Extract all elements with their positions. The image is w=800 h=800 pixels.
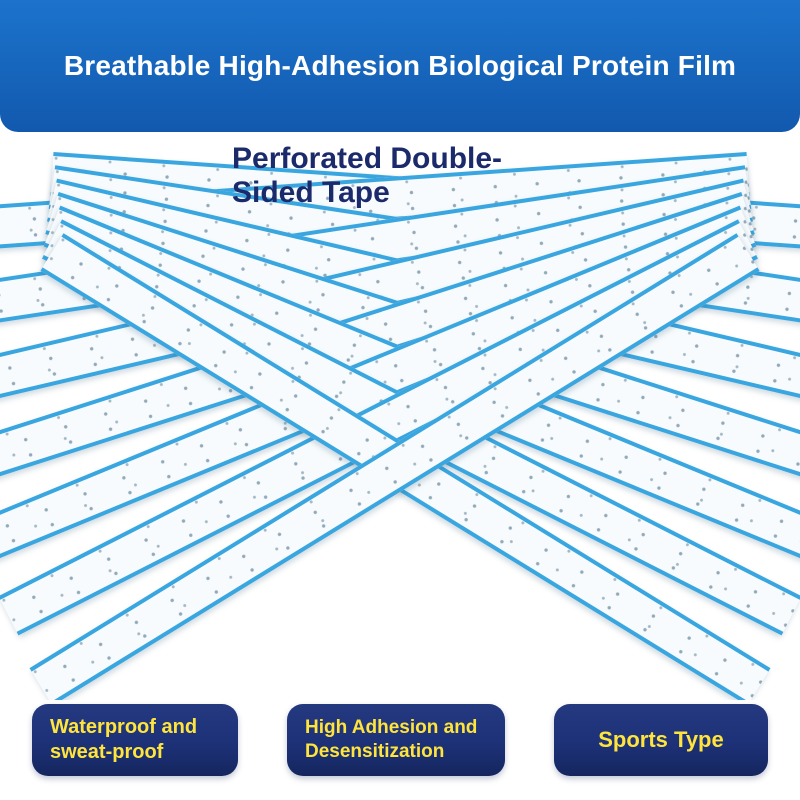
tape-label-line1: Perforated Double- — [232, 142, 503, 175]
page-title: Breathable High-Adhesion Biological Prot… — [63, 50, 737, 81]
badge-line: High Adhesion and — [305, 717, 478, 739]
badge-sports-type: Sports Type — [554, 704, 768, 776]
feature-badges: Waterproof and sweat-proof High Adhesion… — [32, 704, 768, 776]
badge-waterproof: Waterproof and sweat-proof — [32, 704, 238, 776]
header-banner: Breathable High-Adhesion Biological Prot… — [0, 0, 800, 132]
tape-illustration: Perforated Double- Sided Tape — [0, 134, 800, 700]
badge-high-adhesion: High Adhesion and Desensitization — [287, 704, 505, 776]
tape-label-line2: Sided Tape — [232, 175, 390, 209]
badge-line: Sports Type — [598, 727, 724, 753]
badge-line: Desensitization — [305, 741, 445, 762]
tape-label: Perforated Double- Sided Tape — [232, 142, 502, 209]
badge-line: sweat-proof — [50, 741, 164, 763]
badge-line: Waterproof and — [50, 716, 198, 738]
